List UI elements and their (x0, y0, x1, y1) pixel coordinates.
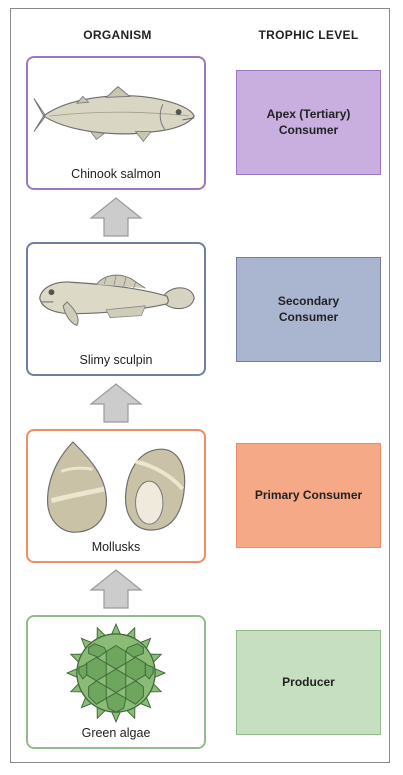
organism-box-chinook-salmon: Chinook salmon (26, 56, 206, 190)
salmon-icon (33, 85, 195, 142)
organism-box-mollusks: Mollusks (26, 429, 206, 563)
organism-box-green-algae: Green algae (26, 615, 206, 749)
organism-label-green-algae: Green algae (81, 726, 151, 740)
up-arrow-icon (89, 569, 143, 609)
mollusk-shells-icon (46, 441, 186, 533)
organism-label-mollusks: Mollusks (91, 540, 141, 554)
trophic-box-secondary-consumer: Secondary Consumer (236, 257, 381, 362)
trophic-box-primary-consumer: Primary Consumer (236, 443, 381, 548)
organism-label-slimy-sculpin: Slimy sculpin (79, 353, 153, 367)
organism-label-chinook-salmon: Chinook salmon (71, 167, 161, 181)
sculpin-icon (39, 274, 195, 326)
trophic-box-producer: Producer (236, 630, 381, 735)
up-arrow-icon (89, 383, 143, 423)
up-arrow-icon (89, 197, 143, 237)
trophic-box-apex-consumer: Apex (Tertiary) Consumer (236, 70, 381, 175)
organism-box-slimy-sculpin: Slimy sculpin (26, 242, 206, 376)
green-algae-icon (65, 622, 167, 724)
trophic-level-column-header: TROPHIC LEVEL (258, 28, 359, 42)
organism-column-header: ORGANISM (83, 28, 152, 42)
